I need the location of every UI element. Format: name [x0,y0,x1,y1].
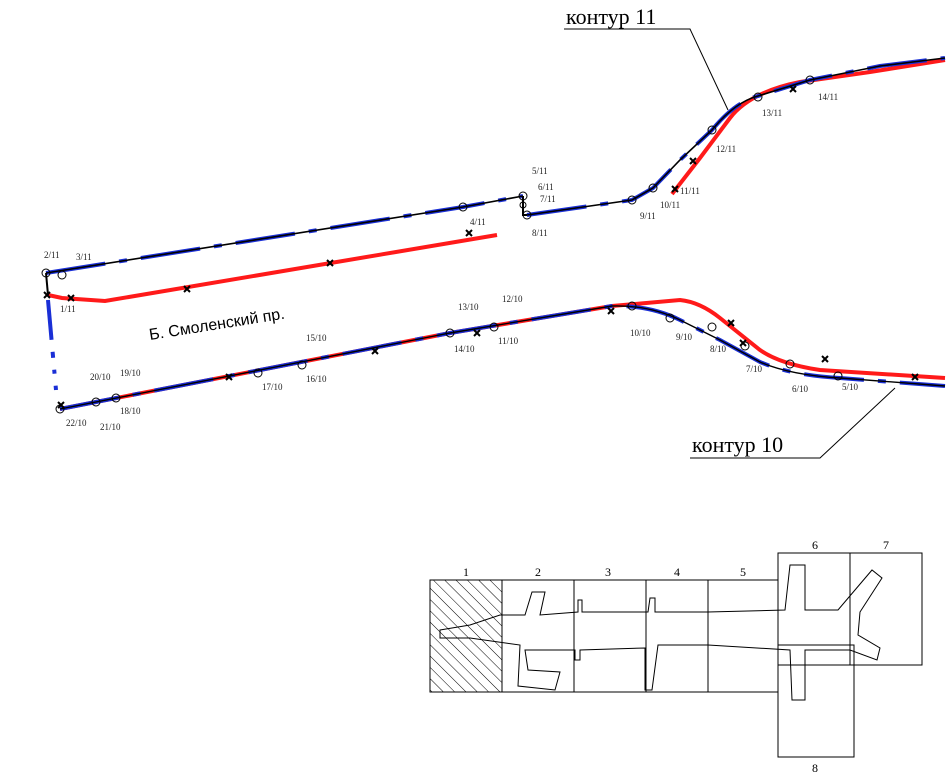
cross-markers [43,85,919,409]
sheet-3 [573,579,647,693]
point-label: 13/11 [762,108,782,118]
point-label: 19/10 [120,368,141,378]
point-label: 9/11 [640,211,656,221]
sheet-4 [645,579,709,693]
point-label: 5/10 [842,382,859,392]
point-label: 2/11 [44,250,60,260]
sheet-number: 7 [883,538,889,552]
street-label: Б. Смоленский пр. [148,306,286,344]
sheet-2 [501,579,575,693]
point-label: 9/10 [676,332,693,342]
sheet-number: 6 [812,538,818,552]
point-labels-10: 5/10 6/10 7/10 8/10 9/10 10/10 11/10 12/… [66,294,859,432]
contour-11-label: контур 11 [566,4,656,29]
sheet-1 [429,579,503,693]
road-outline [439,564,883,701]
point-label: 15/10 [306,333,327,343]
contour-11-leader [564,28,729,111]
leader-lines [564,28,896,459]
sheet-number: 5 [740,565,746,579]
point-label: 20/10 [90,372,111,382]
point-label: 10/10 [630,328,651,338]
sheet-7 [849,552,923,666]
point-label: 22/10 [66,418,87,428]
point-label: 16/10 [306,374,327,384]
point-label: 6/10 [792,384,809,394]
sheet-5 [707,579,779,693]
point-label: 7/11 [540,194,556,204]
point-labels-11: 1/11 2/11 3/11 4/11 5/11 6/11 7/11 8/11 … [44,92,838,314]
point-label: 3/11 [76,252,92,262]
point-label: 1/11 [60,304,76,314]
contour-11-blue-line-east [526,56,946,217]
contour-10-black-line [59,305,946,410]
sheet-numbers: 1 2 3 4 5 6 7 8 [463,538,889,775]
sheet-number: 4 [674,565,680,579]
sheet-number: 3 [605,565,611,579]
link-dashed-vertical [46,299,58,391]
point-label: 8/10 [710,344,727,354]
contour-11-black-line-west [45,195,524,274]
point-label: 14/10 [454,344,475,354]
point-label: 7/10 [746,364,763,374]
point-label: 17/10 [262,382,283,392]
sheet-number: 2 [535,565,541,579]
contour-11-red-line [47,233,498,304]
point-label: 6/11 [538,182,554,192]
point-label: 4/11 [470,217,486,227]
point-markers [41,75,843,414]
point-label: 21/10 [100,422,121,432]
point-label: 5/11 [532,166,548,176]
point-label: 12/10 [502,294,523,304]
contour-10 [59,297,946,411]
contour-10-red-line [59,297,946,411]
point-label: 13/10 [458,302,479,312]
contour-10-leader [690,387,896,459]
point-label: 18/10 [120,406,141,416]
sheet-index [429,552,923,758]
contour-11-black-line-east [526,57,946,216]
point-label: 10/11 [660,200,680,210]
point-label: 11/11 [680,186,700,196]
contour-10-label: контур 10 [692,432,783,457]
point-label: 8/11 [532,228,548,238]
point-label: 14/11 [818,92,838,102]
sheet-number: 1 [463,565,469,579]
contour-11 [45,56,946,391]
sheet-number: 8 [812,761,818,775]
sheet-8 [777,644,855,758]
point-label: 11/10 [498,336,519,346]
point-label: 12/11 [716,144,736,154]
